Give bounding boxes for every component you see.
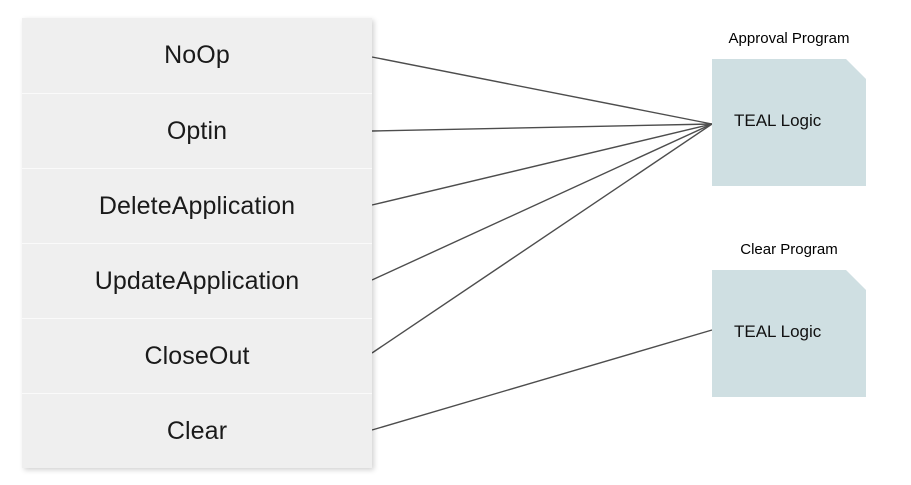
connector-line <box>371 123 713 206</box>
list-item[interactable]: CloseOut <box>22 318 372 393</box>
list-item-label: CloseOut <box>144 341 250 370</box>
list-item-label: Clear <box>166 416 228 445</box>
connector-line <box>371 123 713 281</box>
approval-program-group: Approval Program TEAL Logic <box>712 30 866 190</box>
approval-program-title: Approval Program <box>728 30 850 47</box>
application-call-types-panel: NoOp Optin DeleteApplication UpdateAppli… <box>22 18 372 468</box>
clear-program-group: Clear Program TEAL Logic <box>712 241 866 401</box>
list-item-label: UpdateApplication <box>94 266 300 295</box>
connector-line <box>371 329 713 431</box>
list-item[interactable]: Clear <box>22 393 372 468</box>
list-item-label: DeleteApplication <box>98 191 296 220</box>
clear-program-body-text: TEAL Logic <box>734 322 822 341</box>
approval-program-body-text: TEAL Logic <box>734 111 822 130</box>
connector-line <box>371 123 713 354</box>
clear-program-title: Clear Program <box>740 241 838 258</box>
list-item[interactable]: NoOp <box>22 18 372 93</box>
list-item[interactable]: UpdateApplication <box>22 243 372 318</box>
list-item[interactable]: Optin <box>22 93 372 168</box>
list-item[interactable]: DeleteApplication <box>22 168 372 243</box>
approval-program-shape[interactable]: TEAL Logic <box>712 59 866 186</box>
list-item-label: NoOp <box>164 41 230 69</box>
clear-program-shape[interactable]: TEAL Logic <box>712 270 866 397</box>
connector-line <box>371 123 713 132</box>
connector-line <box>371 56 713 125</box>
list-item-label: Optin <box>166 116 228 145</box>
